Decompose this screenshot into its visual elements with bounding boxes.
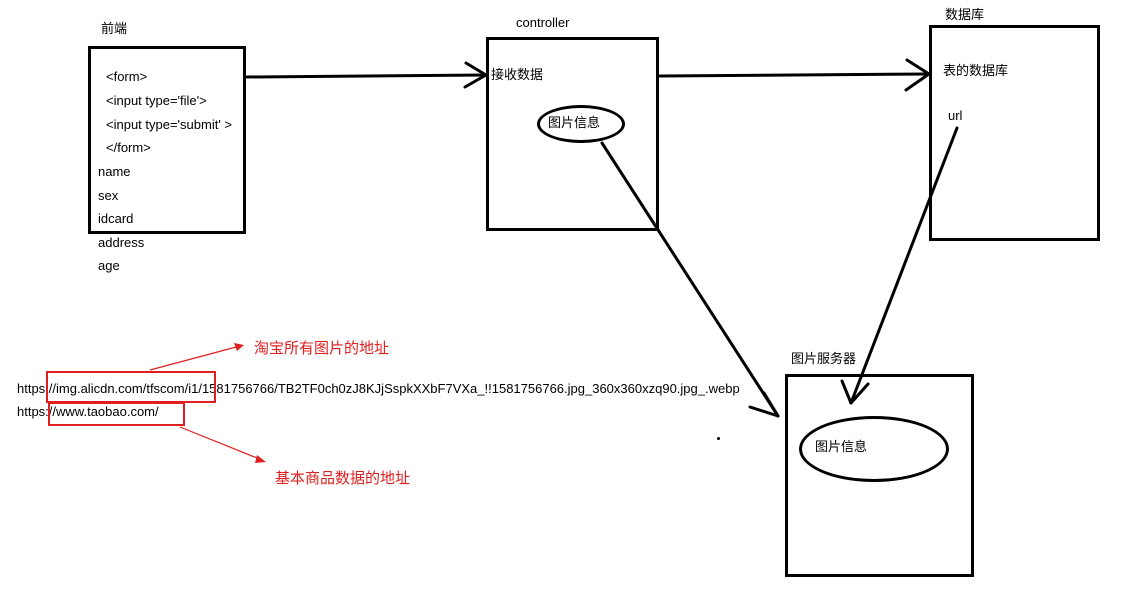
image-server-image-info-label: 图片信息 (815, 439, 868, 454)
image-address-annotation: 淘宝所有图片的地址 (254, 341, 390, 357)
frontend-input-submit: <input type='submit' > (106, 117, 233, 132)
frontend-to-controller-arrow (245, 73, 488, 79)
url-to-image-server-arrow (849, 126, 959, 405)
controller-to-image-server-arrow (600, 141, 780, 418)
stray-dot (717, 437, 720, 440)
image-server-image-info-ellipse (799, 416, 949, 482)
controller-box (486, 37, 659, 231)
database-title: 数据库 (945, 7, 985, 22)
product-annotation-pointer (179, 426, 263, 461)
database-url-label: url (948, 108, 963, 123)
image-annotation-pointer (149, 345, 241, 371)
controller-image-info-label: 图片信息 (548, 115, 601, 130)
frontend-field-idcard: idcard (98, 211, 134, 226)
frontend-form-open: <form> (106, 69, 148, 84)
url-to-image-server-arrowhead (840, 379, 870, 405)
frontend-to-controller-arrowhead (463, 61, 488, 89)
taobao-home-url: https://www.taobao.com/ (17, 404, 159, 419)
frontend-input-file: <input type='file'> (106, 93, 207, 108)
product-annotation-pointer-head (255, 455, 266, 463)
controller-to-image-server-arrowhead (748, 391, 780, 418)
frontend-field-address: address (98, 235, 145, 250)
taobao-image-url: https://img.alicdn.com/tfscom/i1/1581756… (17, 381, 740, 396)
image-annotation-pointer-head (234, 343, 244, 351)
controller-receive-label: 接收数据 (491, 67, 544, 82)
frontend-field-sex: sex (98, 188, 119, 203)
product-address-annotation: 基本商品数据的地址 (275, 471, 411, 487)
frontend-field-age: age (98, 258, 120, 273)
frontend-field-name: name (98, 164, 131, 179)
image-server-title: 图片服务器 (791, 351, 857, 366)
controller-title: controller (516, 15, 570, 30)
frontend-box (88, 46, 246, 234)
frontend-title: 前端 (101, 21, 128, 36)
image-server-box (785, 374, 974, 577)
controller-image-info-ellipse (537, 105, 625, 143)
controller-to-database-arrowhead (904, 58, 931, 92)
frontend-form-close: </form> (106, 140, 151, 155)
controller-to-database-arrow (658, 72, 931, 78)
database-table-label: 表的数据库 (943, 63, 1009, 78)
database-box (929, 25, 1100, 241)
home-domain-highlight (48, 402, 185, 426)
